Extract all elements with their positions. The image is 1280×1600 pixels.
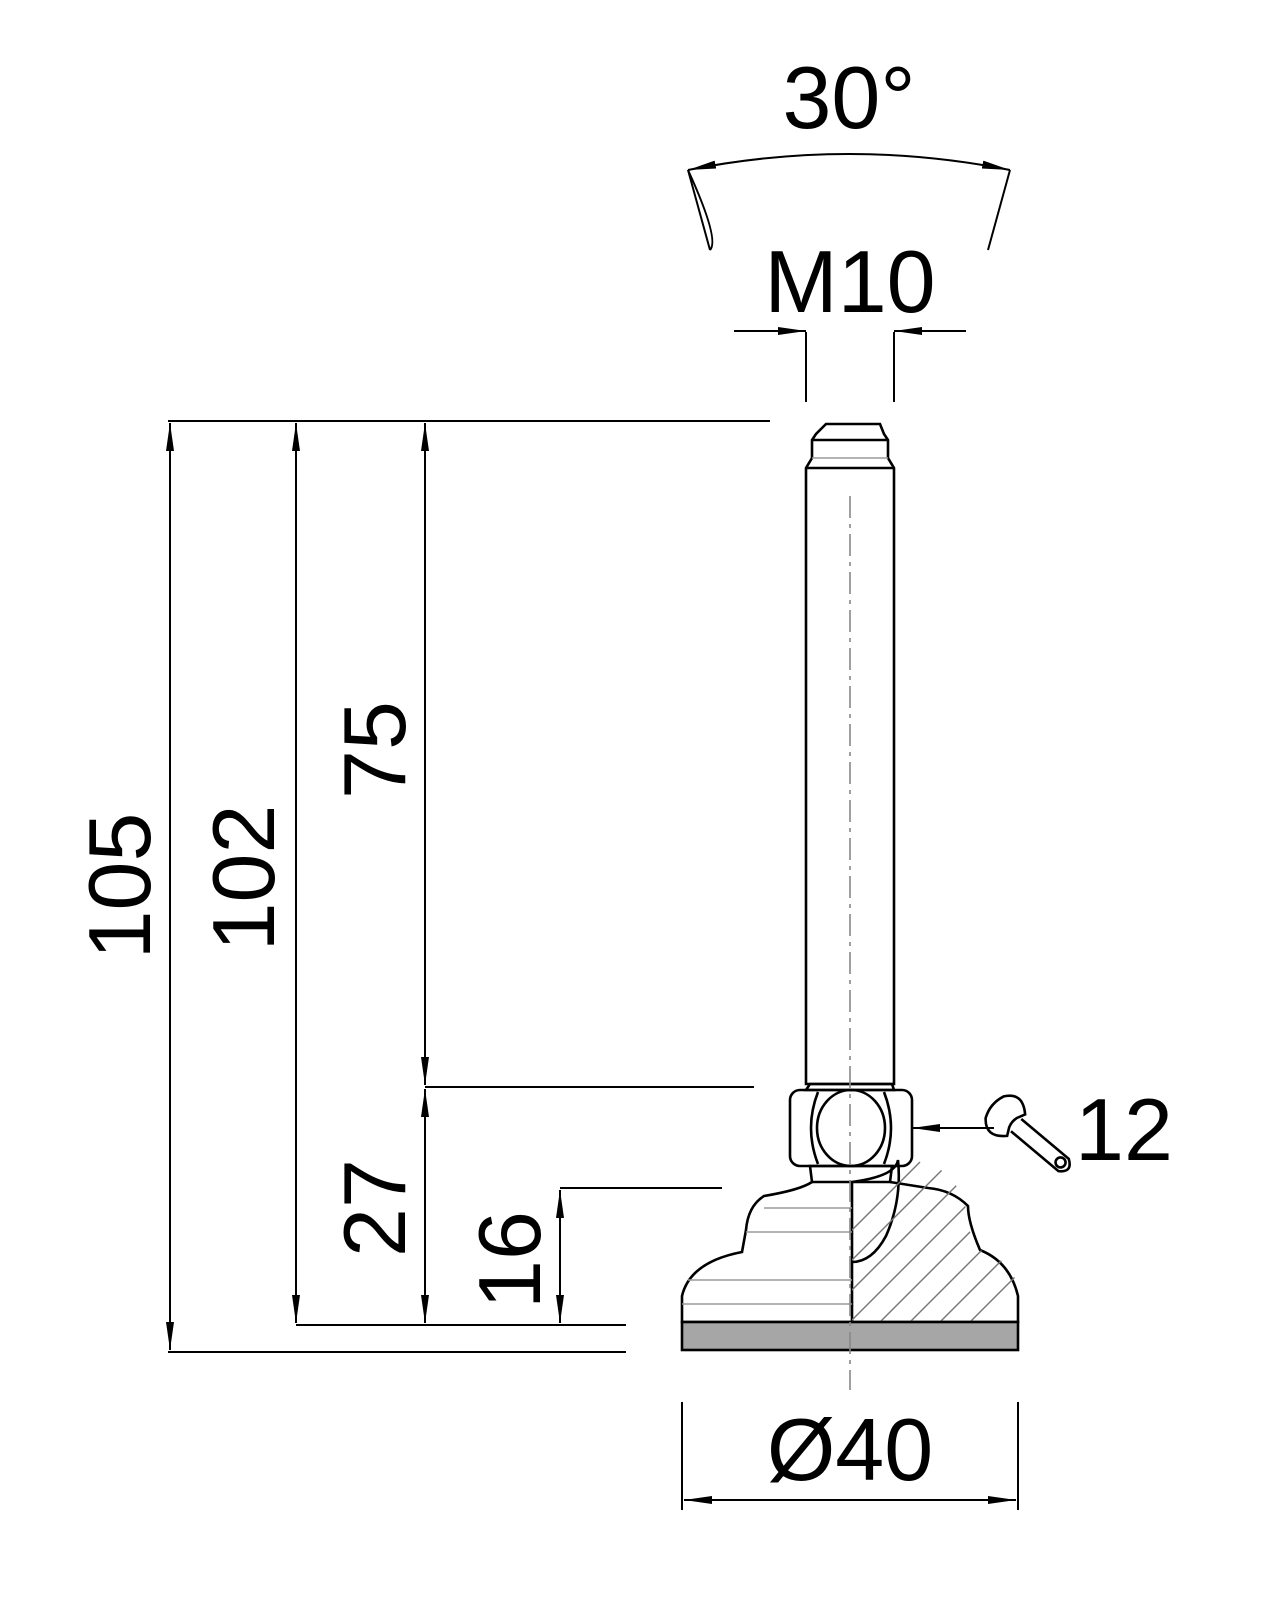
- dome-height-label: 16: [460, 1211, 559, 1309]
- overall-height-label: 105: [70, 813, 169, 960]
- dimension-75: 75: [325, 423, 429, 1085]
- wrench-size-label: 12: [1075, 1080, 1173, 1179]
- thread-label: M10: [764, 232, 935, 331]
- dimension-105: 105: [70, 423, 174, 1350]
- wrench-size-callout: 12: [912, 1080, 1173, 1179]
- diameter-dimension: Ø40: [681, 1400, 1019, 1510]
- angle-dimension: 30°: [687, 48, 1011, 251]
- leveling-base: [680, 1159, 1020, 1352]
- section-hatch: [852, 1161, 1018, 1322]
- thread-dimension: M10: [734, 232, 966, 402]
- angle-label: 30°: [782, 48, 915, 147]
- diameter-label: Ø40: [767, 1400, 933, 1499]
- extension-lines: [168, 420, 770, 1353]
- dimension-16: 16: [460, 1190, 564, 1323]
- thread-length-label: 75: [325, 701, 424, 799]
- pad-top-height-label: 102: [194, 805, 293, 952]
- wrench-icon: [984, 1094, 1071, 1173]
- dimension-27: 27: [325, 1089, 429, 1323]
- threaded-rod: [804, 422, 896, 1086]
- base-height-label: 27: [325, 1159, 424, 1257]
- dimension-102: 102: [194, 423, 300, 1323]
